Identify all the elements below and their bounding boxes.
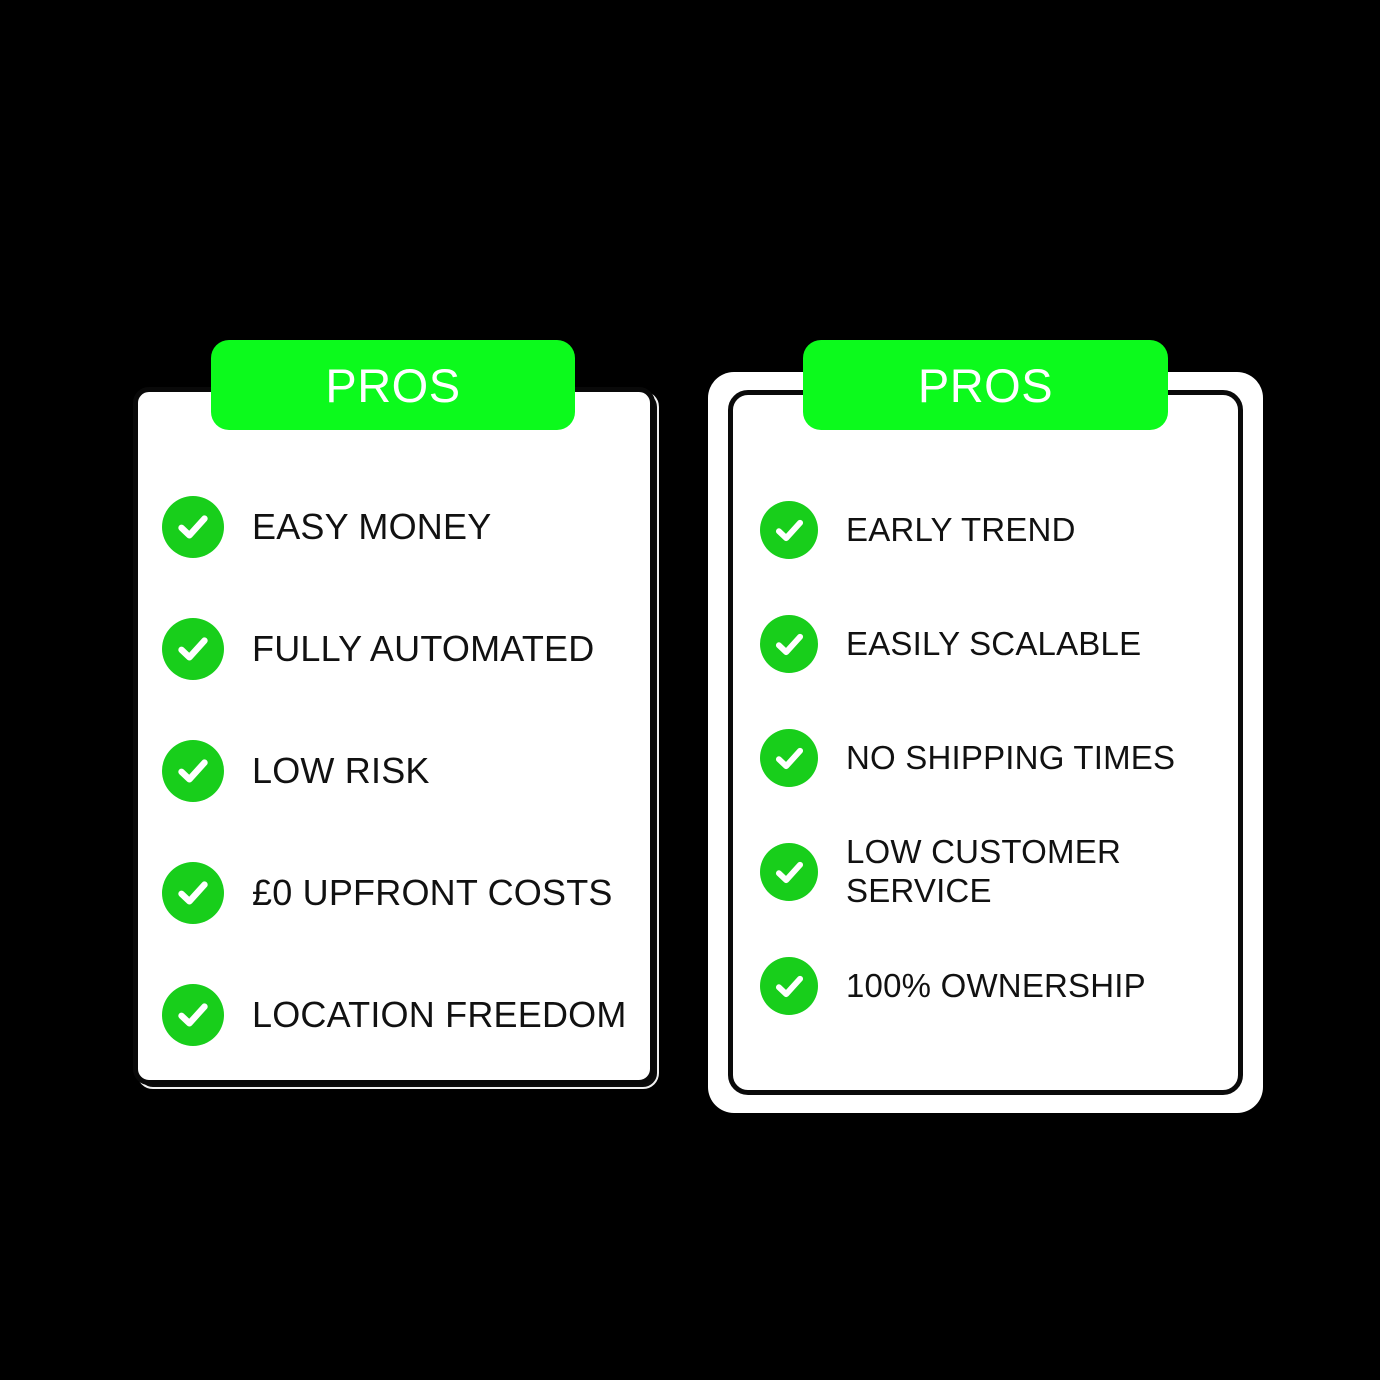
list-item: EASILY SCALABLE [760, 587, 1230, 701]
list-item-label: LOCATION FREEDOM [252, 993, 627, 1035]
check-circle-icon [760, 843, 818, 901]
list-item-label: EASY MONEY [252, 505, 492, 547]
list-item-label: £0 UPFRONT COSTS [252, 871, 613, 913]
list-item-label: LOW CUSTOMER SERVICE [846, 833, 1121, 909]
list-item-label: EASILY SCALABLE [846, 624, 1142, 662]
check-circle-icon [760, 615, 818, 673]
list-item-label: FULLY AUTOMATED [252, 627, 595, 669]
pros-list-left: EASY MONEY FULLY AUTOMATED LOW RISK [162, 466, 632, 1076]
check-circle-icon [162, 740, 224, 802]
check-circle-icon [162, 496, 224, 558]
pros-badge-right-label: PROS [917, 358, 1054, 412]
check-circle-icon [162, 618, 224, 680]
pros-badge-right: PROS [803, 340, 1168, 430]
list-item: EASY MONEY [162, 466, 632, 588]
card-left-surface [133, 387, 655, 1085]
check-circle-icon [162, 984, 224, 1046]
list-item: EARLY TREND [760, 473, 1230, 587]
check-circle-icon [760, 957, 818, 1015]
list-item: £0 UPFRONT COSTS [162, 832, 632, 954]
check-circle-icon [760, 501, 818, 559]
pros-badge-left-label: PROS [325, 358, 461, 412]
list-item: LOCATION FREEDOM [162, 954, 632, 1076]
list-item: LOW RISK [162, 710, 632, 832]
list-item: FULLY AUTOMATED [162, 588, 632, 710]
list-item: 100% OWNERSHIP [760, 929, 1230, 1043]
pros-card-left [133, 387, 659, 1089]
list-item-label: LOW RISK [252, 749, 430, 791]
list-item: NO SHIPPING TIMES [760, 701, 1230, 815]
list-item-label: 100% OWNERSHIP [846, 966, 1146, 1004]
pros-badge-left: PROS [211, 340, 575, 430]
list-item-label: EARLY TREND [846, 510, 1076, 548]
list-item: LOW CUSTOMER SERVICE [760, 815, 1230, 929]
list-item-label: NO SHIPPING TIMES [846, 738, 1176, 776]
check-circle-icon [760, 729, 818, 787]
check-circle-icon [162, 862, 224, 924]
pros-list-right: EARLY TREND EASILY SCALABLE NO SHIPPING … [760, 473, 1230, 1043]
